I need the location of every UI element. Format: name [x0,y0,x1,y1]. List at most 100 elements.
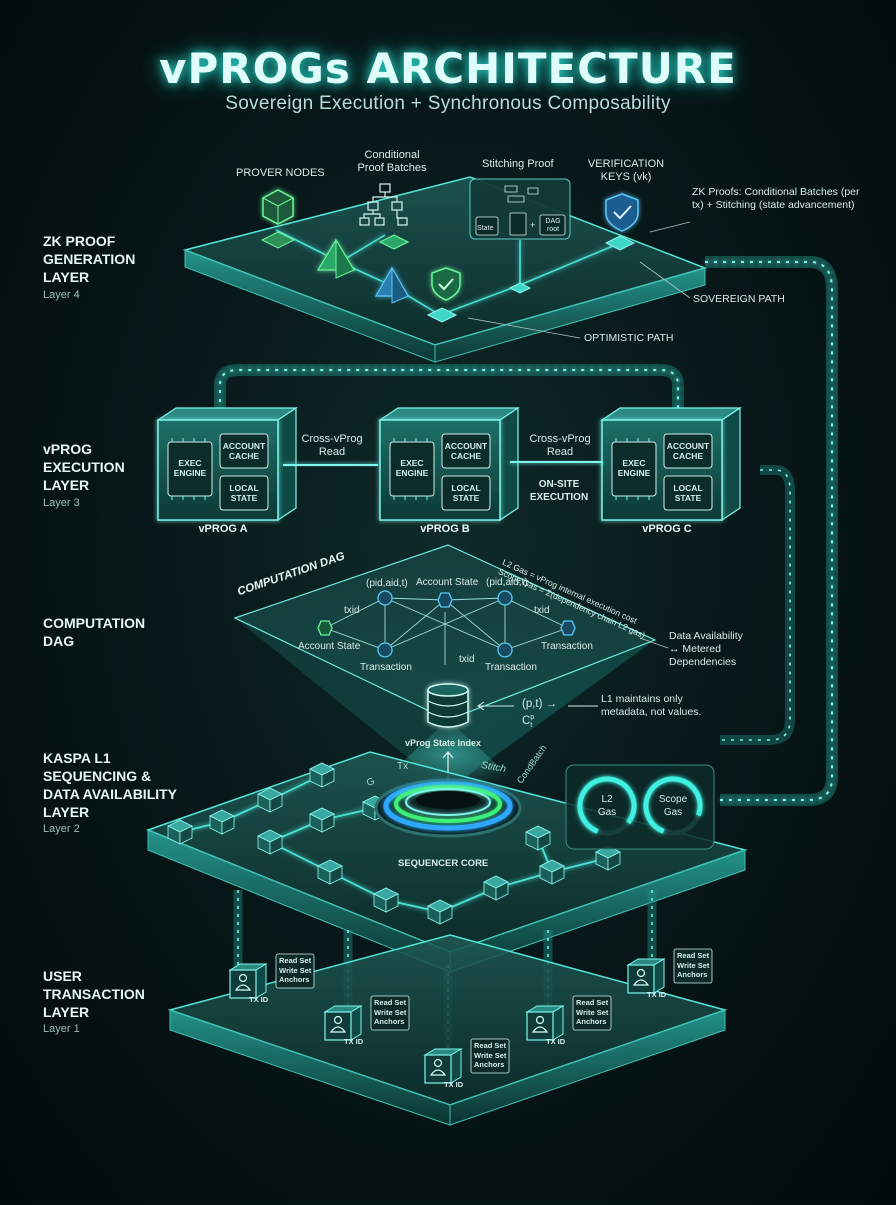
block-right [551,865,565,885]
state-index-label: vProg State Index [405,738,482,748]
l1-metadata-note: L1 maintains only metadata, not values. [601,693,702,718]
gauge-fill [643,776,703,836]
block-right [269,793,283,813]
layer-label-kaspa: KASPA L1 SEQUENCING & DATA AVAILABILITY … [43,750,178,820]
vprog-cube [378,406,520,522]
dag-label-transaction-mid-left: Transaction [360,662,412,673]
dag-node-transaction [560,620,576,636]
layer-num-4: Layer 4 [43,289,80,301]
layer-label-user: USER TRANSACTION LAYER [43,968,145,1020]
layer-label-execution: vPROG EXECUTION LAYER [43,441,125,493]
l1-block [525,825,551,851]
l1-block [309,762,335,788]
tx-id-label: TX ID [444,1080,464,1089]
account-cache-box [219,433,269,469]
shield-check-icon [426,267,461,323]
zk-proofs-note: ZK Proofs: Conditional Batches (per tx) … [692,186,860,211]
dag-node-transaction [377,642,393,658]
dag-node-txid [377,590,393,606]
dag-node-transaction [497,642,513,658]
vprog-name-label: vPROG C [642,523,692,535]
gas-gauges-panel [565,764,715,850]
exec-engine-label: EXEC ENGINE [395,458,429,478]
stitching-proof-label: Stitching Proof [482,158,554,170]
l1-block [539,859,565,885]
l1-block [317,859,343,885]
user-icon-body [234,984,252,991]
user-tx-node [525,995,612,1041]
tx-tags-label: Read Set Write Set Anchors [677,951,710,979]
tx-id-label: TX ID [249,995,269,1004]
page-subtitle: Sovereign Execution + Synchronous Compos… [225,93,671,114]
stitch-dag-root-label: DAG root [545,218,561,233]
cross-read-label-right: Cross-vProg Read [529,433,591,458]
user-icon-body [632,979,650,986]
exec-engine-chip [167,441,213,497]
dag-label-pid-right: (pid,aid,t) [486,577,528,588]
formula-superscript: p [530,714,535,721]
dag-label-txid-right: txid [534,605,550,616]
user-tx-node [323,995,410,1041]
account-cache-label: ACCOUNT CACHE [222,441,266,461]
pyramid-blue-icon [374,266,410,304]
tx-cube-front [324,1011,352,1041]
tx-id-label: TX ID [344,1037,364,1046]
exec-engine-label: EXEC ENGINE [617,458,651,478]
block-right [179,825,193,845]
block-right [321,768,335,788]
account-cache-label: ACCOUNT CACHE [444,441,488,461]
verification-key-shield-icon [604,193,639,251]
cube-top-face [378,407,520,421]
tx-tag-card [470,1038,510,1074]
local-state-label: LOCAL STATE [451,483,481,503]
dag-edges [324,597,569,665]
dag-node-txid [497,590,513,606]
dag-label-transaction-mid-right: Transaction [485,662,537,673]
block-right [269,835,283,855]
tx-tag-card [572,995,612,1031]
zk-flow-lines [275,229,621,316]
formula-arrow [477,701,598,711]
vprog-name-label: vPROG A [198,523,248,535]
formula-text: (p,t) → C [522,698,558,727]
gas-gauges [577,776,703,836]
tx-tags-label: Read Set Write Set Anchors [374,998,407,1026]
tx-tag-card [673,948,713,984]
dag-node-account-state [437,592,453,608]
database-icon [427,683,469,728]
dag-node-account-state [317,620,333,636]
kaspa-l1-plate [145,751,748,973]
tx-id-label: TX ID [647,990,667,999]
l1-block [309,807,335,833]
block-right [221,815,235,835]
zk-proof-plate [182,176,708,363]
block-right [385,893,399,913]
prover-nodes-label: PROVER NODES [236,167,325,179]
dag-label-txid-mid: txid [459,654,475,665]
user-icon-body [329,1026,347,1033]
user-transactions [228,948,713,1084]
verification-keys-label: VERIFICATION KEYS (vk) [587,158,665,183]
account-cache-label: ACCOUNT CACHE [666,441,710,461]
layer-num-3: Layer 3 [43,497,80,509]
conditional-batches-tree-icon [359,183,410,250]
vprog-cube [600,406,742,522]
formula-subscript: t [530,722,533,730]
block-right [537,831,551,851]
block-right [495,881,509,901]
vprog-cubes [156,406,742,522]
l1-block [483,875,509,901]
onsite-execution-label: ON-SITE EXECUTION [529,479,589,503]
user-icon [333,1015,343,1025]
local-state-box [219,475,269,511]
dag-nodes [317,590,576,658]
layer-label-dag: COMPUTATION DAG [43,615,146,649]
dag-label-account-state-left: Account State [298,641,361,652]
dag-label-transaction-right: Transaction [541,641,593,652]
block-right [607,851,621,871]
sovereign-path-label: SOVEREIGN PATH [693,293,785,305]
user-icon [433,1058,443,1068]
gauge-label-scope: Scope Gas [658,794,688,818]
